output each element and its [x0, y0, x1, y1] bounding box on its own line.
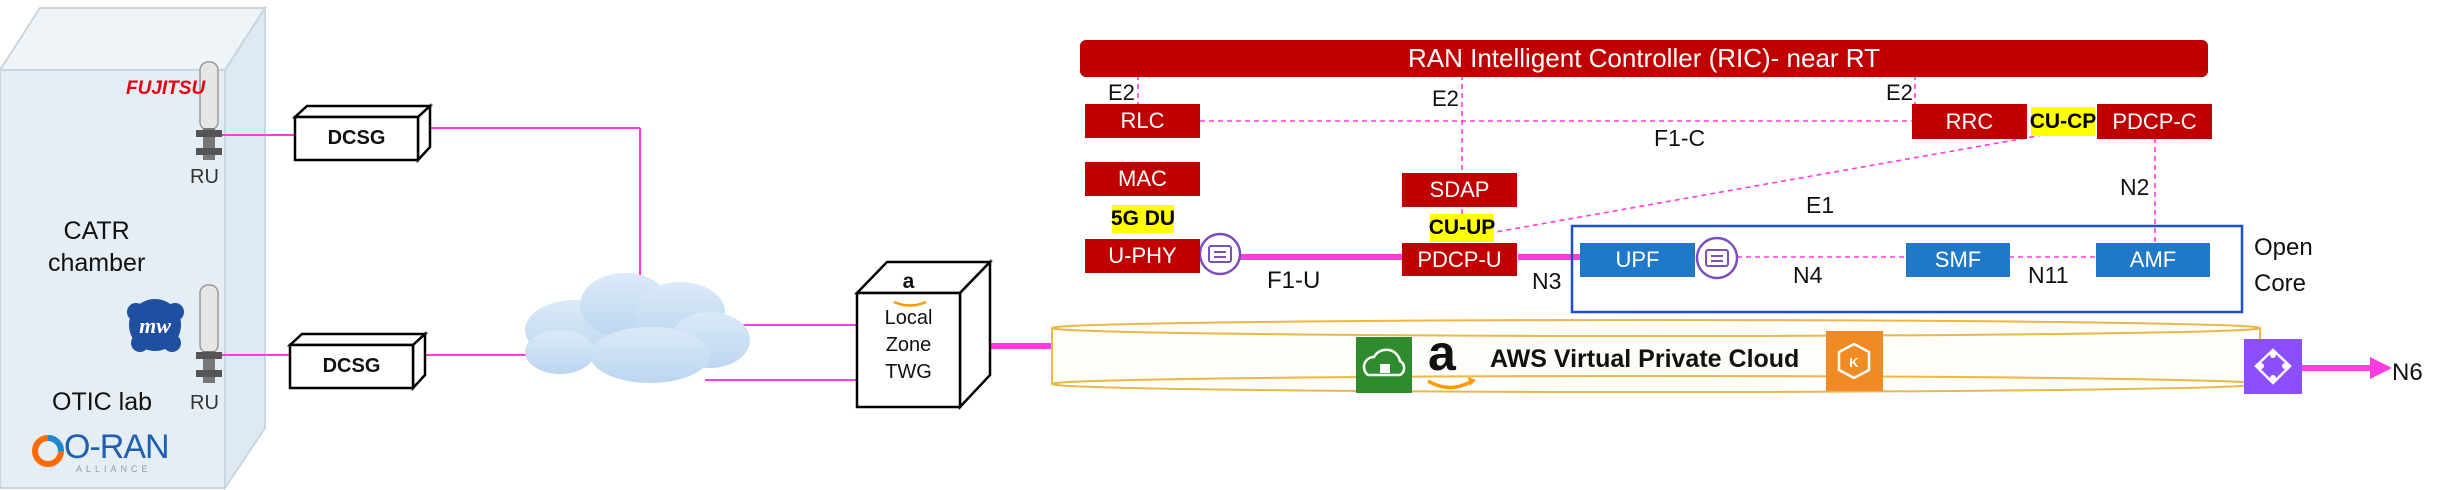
- svg-text:mw: mw: [139, 313, 171, 338]
- aws-logo-letter: a: [1428, 325, 1456, 381]
- pdcp-u-block: PDCP-U: [1402, 243, 1517, 276]
- oran-logo-icon: [32, 435, 64, 467]
- router-icon: [1198, 232, 1242, 276]
- ric-title-bar: RAN Intelligent Controller (RIC)- near R…: [1080, 40, 2208, 77]
- f1u-label: F1-U: [1267, 267, 1321, 294]
- mac-block: MAC: [1085, 162, 1200, 196]
- dcsg-label: DCSG: [322, 355, 381, 377]
- oran-logo: O-RAN: [64, 428, 170, 466]
- e1-label: E1: [1806, 192, 1835, 218]
- lab-label: OTIC lab: [52, 388, 153, 416]
- oran-alliance-text: ALLIANCE: [76, 464, 152, 474]
- e2-label: E2: [1886, 80, 1913, 105]
- fujitsu-logo: FUJITSU: [126, 78, 206, 99]
- dcsg-box-2: [286, 331, 429, 392]
- open-core-frame: [1570, 224, 2244, 314]
- thin-links: [222, 127, 860, 381]
- e2-label: E2: [1108, 80, 1135, 105]
- n2-label: N2: [2120, 174, 2150, 200]
- antenna-icon: [196, 284, 222, 383]
- cu-cp-tag: CU-CP: [2030, 107, 2096, 136]
- dcsg-label: DCSG: [327, 127, 386, 149]
- ru-label: RU: [190, 166, 219, 188]
- n3-label: N3: [1532, 268, 1562, 294]
- e2-label: E2: [1432, 86, 1459, 111]
- local-zone-twg-cube: [854, 258, 993, 411]
- smf-block: SMF: [1906, 243, 2010, 277]
- chamber-label: CATR chamber: [48, 217, 146, 277]
- twg-aws-smile: [893, 300, 927, 307]
- open-core-label: Open Core: [2254, 234, 2313, 297]
- router-icon: [1695, 236, 1739, 280]
- transit-gateway-icon: [2244, 339, 2302, 394]
- dcsg-box-1: [291, 103, 434, 164]
- thick-links: [980, 254, 2375, 371]
- kubernetes-icon: K: [1826, 331, 1883, 391]
- twg-label: Local Zone TWG: [884, 307, 933, 383]
- n11-label: N11: [2028, 262, 2069, 288]
- aws-logo-icon: [1427, 377, 1476, 390]
- f1c-label: F1-C: [1654, 125, 1706, 151]
- catr-chamber-box: [0, 4, 267, 490]
- svg-text:K: K: [1849, 355, 1859, 370]
- cloud-lock-icon: [1356, 337, 1412, 393]
- n6-arrowhead: [2370, 357, 2392, 379]
- rlc-block: RLC: [1085, 104, 1200, 138]
- pdcp-c-block: PDCP-C: [2097, 104, 2212, 139]
- ru-label: RU: [190, 392, 219, 414]
- n6-label: N6: [2392, 359, 2423, 386]
- cloud-icon: [525, 273, 750, 383]
- antenna-icon: [196, 61, 222, 160]
- sdap-block: SDAP: [1402, 173, 1517, 207]
- vpc-label: AWS Virtual Private Cloud: [1490, 345, 1800, 373]
- dashed-interface-links: [1137, 75, 2156, 258]
- n4-label: N4: [1793, 262, 1823, 288]
- u-phy-block: U-PHY: [1085, 239, 1200, 273]
- du-tag: 5G DU: [1111, 205, 1175, 233]
- aws-vpc-cylinder: [1051, 319, 2261, 393]
- upf-block: UPF: [1580, 243, 1695, 277]
- mw-logo-icon: mw: [127, 299, 184, 352]
- amf-block: AMF: [2096, 243, 2210, 277]
- twg-aws-logo: a: [902, 270, 915, 293]
- cu-up-tag: CU-UP: [1429, 214, 1495, 242]
- rrc-block: RRC: [1912, 104, 2027, 139]
